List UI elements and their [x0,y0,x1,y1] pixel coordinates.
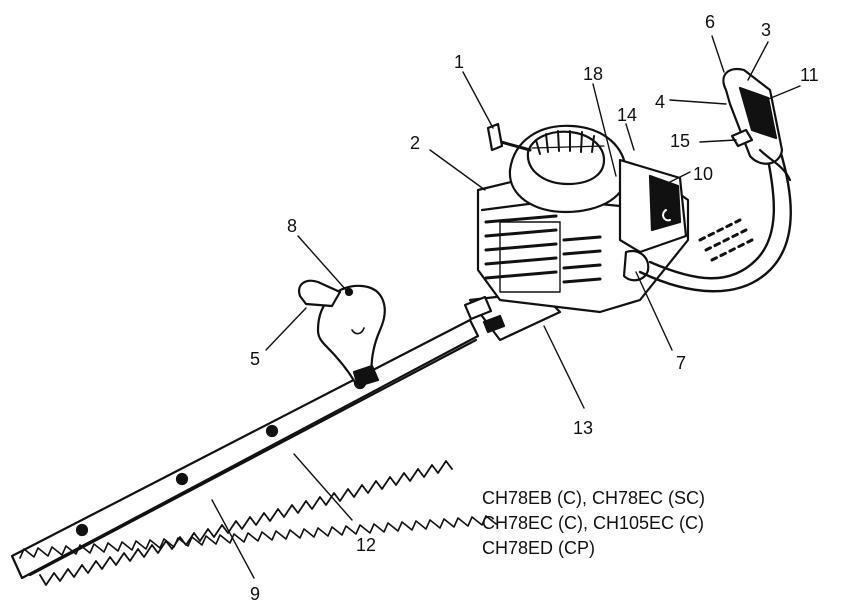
model-list: CH78EB (C), CH78EC (SC) CH78EC (C), CH10… [482,486,705,561]
model-line: CH78EB (C), CH78EC (SC) [482,488,706,508]
callout-10: 10 [693,164,714,184]
callout-13: 13 [573,418,594,438]
callout-12: 12 [356,535,377,555]
callout-4: 4 [655,92,666,112]
model-line: CH78ED (CP) [482,538,596,558]
leader-lines [211,35,801,579]
callout-6: 6 [705,12,716,32]
front-handle [298,279,386,388]
rear-handle [638,67,792,293]
callout-14: 14 [617,105,638,125]
callout-18: 18 [583,64,604,84]
callout-15: 15 [670,131,691,151]
callout-2: 2 [410,133,421,153]
callout-9: 9 [250,584,261,604]
callout-5: 5 [250,349,261,369]
callout-3: 3 [761,20,772,40]
callout-8: 8 [287,216,298,236]
model-line: CH78EC (C), CH105EC (C) [482,513,705,533]
engine-block [476,122,690,314]
callout-7: 7 [676,353,687,373]
callout-11: 11 [800,65,819,85]
callout-1: 1 [454,52,465,72]
